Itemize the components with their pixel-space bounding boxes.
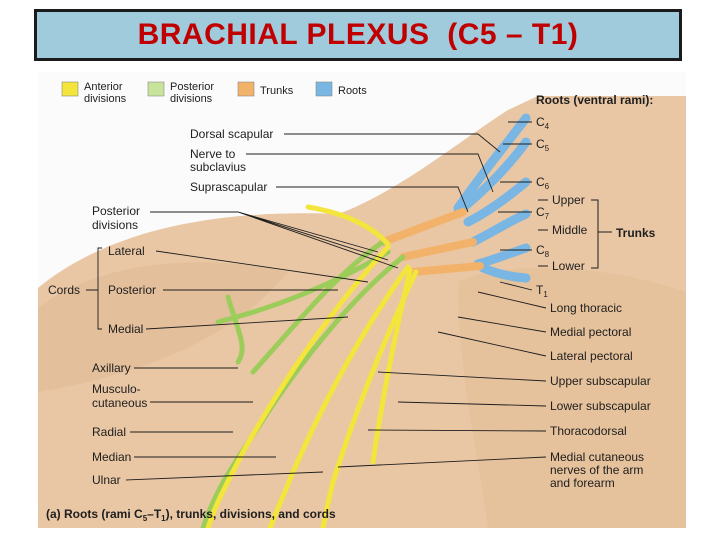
spinal-levels: C4 C5 C6 C7 C8 T1 xyxy=(536,115,550,299)
slide-title: BRACHIAL PLEXUS (C5 – T1) xyxy=(137,18,579,51)
cord-lateral-label: Lateral xyxy=(108,244,145,258)
leader-lateral-cord xyxy=(155,250,369,283)
leader-posterior-divisions xyxy=(150,211,399,269)
leader-dorsal-scapular xyxy=(284,133,501,153)
axillary-shape xyxy=(215,249,391,325)
upper-trunk xyxy=(379,208,467,246)
ulnar-label: Ulnar xyxy=(92,473,121,487)
trunk-lower-label: Lower xyxy=(552,259,585,273)
ulnar-shape xyxy=(320,269,419,528)
lateral-cord-shape xyxy=(205,244,391,528)
trunk-shapes xyxy=(379,208,484,276)
suprascapular-shape xyxy=(305,204,391,247)
leader-subclavius xyxy=(246,153,494,193)
leader-long-thoracic xyxy=(477,291,547,309)
cord-medial-label: Medial xyxy=(108,322,143,336)
root-c5 xyxy=(453,113,531,213)
long-thoracic-label: Long thoracic xyxy=(550,301,622,315)
deltoid-shading xyxy=(38,262,288,392)
right-nerve-labels: Long thoracic Medial pectoral Lateral pe… xyxy=(550,301,651,490)
axillary-label: Axillary xyxy=(92,361,131,375)
leader-suprascapular xyxy=(276,186,469,213)
level-c4: C4 xyxy=(536,115,550,131)
level-c5: C5 xyxy=(536,137,550,153)
leader-medial-cutaneous xyxy=(337,456,547,468)
medial-cut-shape xyxy=(370,267,413,465)
anatomy-plate: Anterior divisions Posterior divisions T… xyxy=(38,81,686,528)
level-c6: C6 xyxy=(536,175,550,191)
musculocutaneous-label-1: Musculo- xyxy=(92,382,141,396)
chest-shading xyxy=(458,268,686,528)
legend-swatch-roots xyxy=(315,81,333,97)
posterior-divisions-label-2: divisions xyxy=(92,218,138,232)
radial-label: Radial xyxy=(92,425,126,439)
cord-posterior-label: Posterior xyxy=(108,283,156,297)
medial-cutaneous-label-2: nerves of the arm xyxy=(550,463,643,477)
legend-label-posterior-2: divisions xyxy=(170,93,213,105)
leader-lateral-pectoral xyxy=(437,331,547,357)
trunk-middle-label: Middle xyxy=(552,223,588,237)
roots-heading: Roots (ventral rami): xyxy=(536,93,653,107)
cords-bracket xyxy=(86,247,102,330)
median-shape xyxy=(267,264,411,528)
medial-pectoral-label: Medial pectoral xyxy=(550,325,631,339)
root-c6 xyxy=(463,177,531,227)
medial-cutaneous-label-3: and forearm xyxy=(550,476,615,490)
lower-trunk xyxy=(409,262,484,276)
middle-trunk xyxy=(399,238,477,261)
trunks-bracket-label: Trunks xyxy=(616,226,656,240)
title-banner: BRACHIAL PLEXUS (C5 – T1) xyxy=(34,9,682,61)
leader-ulnar xyxy=(125,471,324,481)
thoracodorsal-label: Thoracodorsal xyxy=(550,424,627,438)
suprascapular-label: Suprascapular xyxy=(190,180,267,194)
legend: Anterior divisions Posterior divisions T… xyxy=(61,81,367,105)
legend-label-roots: Roots xyxy=(338,85,367,97)
nerve-to-subclavius-label-1: Nerve to xyxy=(190,147,236,161)
leader-levels xyxy=(498,121,533,291)
cords-bracket-label: Cords xyxy=(48,283,80,297)
dorsal-scapular-label: Dorsal scapular xyxy=(190,127,273,141)
level-c7: C7 xyxy=(536,205,550,221)
legend-label-anterior-2: divisions xyxy=(84,93,127,105)
root-t1 xyxy=(478,263,531,283)
legend-swatch-anterior xyxy=(61,81,79,97)
legend-label-anterior-1: Anterior xyxy=(84,81,123,93)
medial-cutaneous-label-1: Medial cutaneous xyxy=(550,450,644,464)
level-t1: T1 xyxy=(536,283,548,299)
posterior-divisions-label-1: Posterior xyxy=(92,204,140,218)
anterior-division-shapes xyxy=(205,204,419,528)
figure-caption: (a) Roots (rami C5–T1), trunks, division… xyxy=(46,507,336,523)
trunks-bracket xyxy=(591,199,612,269)
brachial-plexus-figure: Anterior divisions Posterior divisions T… xyxy=(38,72,686,528)
leader-thoracodorsal xyxy=(367,429,547,432)
leader-medial-cord xyxy=(145,316,349,330)
legend-label-posterior-1: Posterior xyxy=(170,81,214,93)
small-branch-shape xyxy=(225,294,245,365)
trunk-upper-label: Upper xyxy=(552,193,585,207)
nerve-to-subclavius-label-2: subclavius xyxy=(190,160,246,174)
trunk-label-ticks xyxy=(538,199,548,267)
level-c8: C8 xyxy=(536,243,550,259)
lower-subscapular-label: Lower subscapular xyxy=(550,399,651,413)
right-leader-lines xyxy=(337,121,547,468)
left-leader-lines xyxy=(86,133,501,481)
leader-medial-pectoral xyxy=(457,316,547,333)
median-label: Median xyxy=(92,450,131,464)
left-nerve-labels: Dorsal scapular Nerve to subclavius Supr… xyxy=(48,127,273,487)
musculocutaneous-label-2: cutaneous xyxy=(92,396,147,410)
lateral-pectoral-label: Lateral pectoral xyxy=(550,349,633,363)
trunk-labels: Upper Middle Lower Trunks xyxy=(538,193,656,273)
leader-lower-subscapular xyxy=(397,401,547,407)
upper-subscapular-label: Upper subscapular xyxy=(550,374,651,388)
leader-upper-subscapular xyxy=(377,371,547,382)
legend-label-trunks: Trunks xyxy=(260,85,294,97)
root-c7 xyxy=(468,209,531,247)
legend-swatch-trunks xyxy=(237,81,255,97)
legend-swatch-posterior xyxy=(147,81,165,97)
